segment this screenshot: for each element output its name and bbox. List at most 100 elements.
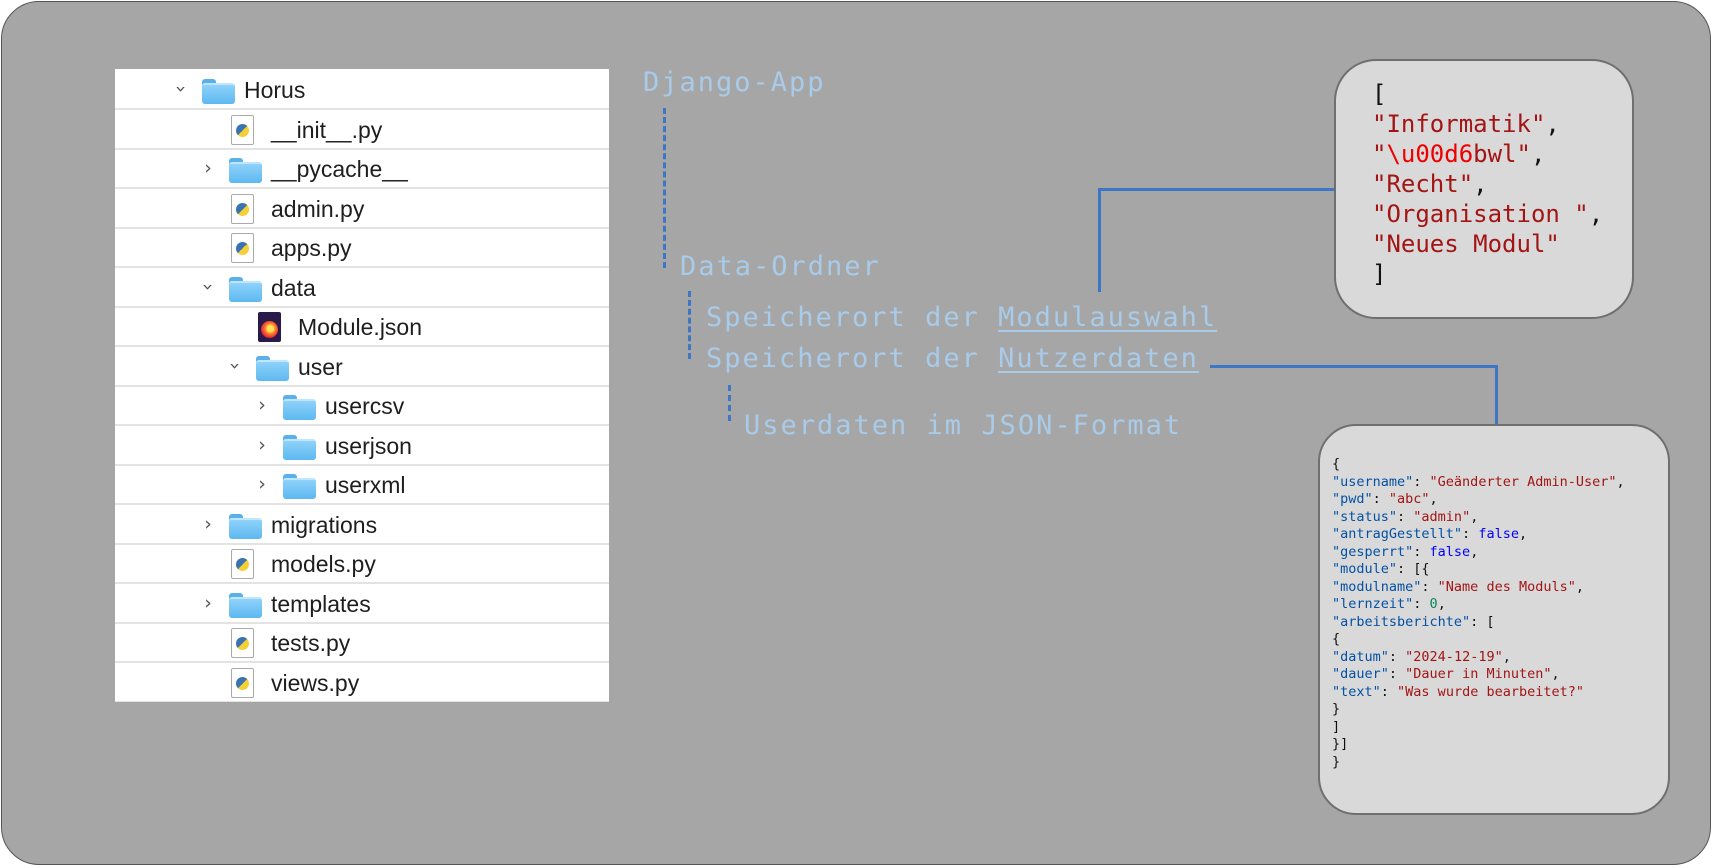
json-token: "Geänderter Admin-User" (1429, 473, 1617, 490)
json-line: { (1332, 456, 1625, 474)
json-token: , (1470, 543, 1479, 560)
folder-icon (229, 276, 262, 302)
folder-icon (283, 474, 316, 499)
module-entry: "Recht", (1372, 170, 1488, 198)
python-file-icon (231, 628, 254, 658)
json-token: : (1421, 578, 1438, 595)
tree-row-models-py[interactable]: models.py (115, 545, 609, 584)
chevron-right-icon[interactable]: › (204, 157, 212, 179)
json-token: } (1332, 701, 1341, 717)
json-line: "username": "Geänderter Admin-User", (1332, 474, 1625, 492)
module-entry-suffix: , (1545, 110, 1560, 138)
folder-icon (229, 158, 262, 183)
json-token: , (1470, 508, 1479, 525)
module-entry-before: "Recht" (1372, 170, 1474, 198)
tree-item-label: userxml (325, 472, 406, 498)
json-token: : [{ (1397, 561, 1430, 577)
json-line: "text": "Was wurde bearbeitet?" (1332, 684, 1625, 702)
tree-row-user[interactable]: › user (115, 348, 609, 387)
json-token: , (1616, 473, 1625, 490)
tree-row-horus[interactable]: › Horus (115, 71, 609, 110)
tree-item-label: Horus (244, 77, 306, 103)
tree-row-module-json[interactable]: Module.json (115, 308, 609, 347)
json-token: false (1429, 543, 1471, 560)
module-entry: "Organisation ", (1372, 200, 1603, 228)
folder-icon (256, 355, 289, 381)
json-token: "admin" (1413, 508, 1471, 525)
module-entry-suffix: , (1530, 140, 1546, 168)
json-token: , (1575, 578, 1584, 595)
json-token: false (1478, 526, 1519, 542)
tree-item-label: admin.py (271, 195, 365, 222)
folder-icon (202, 79, 235, 104)
folder-icon (229, 592, 262, 618)
json-token: "text" (1332, 683, 1381, 700)
connector-modulauswahl-right (1098, 188, 1335, 191)
json-token: 0 (1429, 596, 1438, 612)
json-token: "Dauer in Minuten" (1405, 666, 1552, 682)
tree-row-tests-py[interactable]: tests.py (115, 624, 609, 663)
json-token: , (1429, 491, 1438, 507)
tree-row-userxml[interactable]: › userxml (115, 466, 609, 505)
tree-row-data[interactable]: ›data (115, 269, 609, 308)
chevron-right-icon[interactable]: › (258, 433, 266, 456)
tree-item-label: Module.json (298, 314, 423, 340)
python-file-icon (231, 549, 254, 579)
tree-row-migrations[interactable]: › migrations (115, 506, 609, 545)
json-token: "arbeitsberichte" (1332, 613, 1471, 630)
json-token: : (1372, 491, 1389, 507)
module-entry-before: "Organisation " (1372, 200, 1589, 228)
chevron-down-icon[interactable]: › (224, 361, 246, 370)
python-file-icon (231, 114, 254, 145)
file-tree: › Horus __init__.py›__pycache__ admin.py app… (115, 69, 609, 702)
tree-row-usercsv[interactable]: ›usercsv (115, 387, 609, 426)
label-speicherort-nutzerdaten: Speicherort der Nutzerdaten (706, 343, 1199, 374)
tree-row-apps-py[interactable]: apps.py (115, 229, 609, 268)
chevron-down-icon[interactable]: › (197, 282, 219, 291)
module-entry-before: "Informatik" (1372, 110, 1546, 138)
chevron-down-icon[interactable]: › (170, 85, 192, 93)
modulauswahl-link[interactable]: Modulauswahl (998, 302, 1218, 333)
tree-item-label: userjson (325, 432, 412, 459)
json-line: "arbeitsberichte": [ (1332, 614, 1625, 632)
json-token: "module" (1332, 561, 1398, 577)
chevron-right-icon[interactable]: › (204, 591, 212, 614)
connector-modulauswahl-up (1098, 188, 1101, 292)
tree-item-label: tests.py (271, 630, 351, 656)
tree-row-pycache[interactable]: ›__pycache__ (115, 150, 609, 189)
json-line: "pwd": "abc", (1332, 491, 1625, 509)
module-entry: "Neues Modul" (1372, 230, 1560, 258)
chevron-right-icon[interactable]: › (258, 473, 266, 495)
module-entry-before: " (1372, 140, 1387, 168)
tree-row-userjson[interactable]: › userjson (115, 427, 609, 466)
chevron-right-icon[interactable]: › (258, 394, 266, 416)
json-token: ] (1332, 718, 1341, 735)
module-json-box: [ "Informatik", "\u00d6bwl", "Recht", "O… (1334, 59, 1634, 319)
tree-row-templates[interactable]: ›templates (115, 585, 609, 624)
nutzerdaten-link[interactable]: Nutzerdaten (998, 343, 1199, 374)
python-file-icon (231, 193, 254, 224)
tree-item-label: user (298, 353, 343, 380)
tree-item-label: views.py (271, 669, 360, 696)
json-token: "antragGestellt" (1332, 526, 1463, 542)
connector-nutzerdaten-right (1210, 365, 1498, 368)
folder-icon (283, 434, 316, 460)
tree-item-label: migrations (271, 511, 378, 538)
tree-row-admin-py[interactable]: admin.py (115, 190, 609, 229)
json-token: , (1518, 526, 1528, 542)
connector-django-data (663, 108, 666, 268)
json-token: , (1551, 666, 1560, 682)
label-userdaten: Userdaten im JSON-Format (744, 410, 1183, 441)
json-line: { (1332, 631, 1625, 649)
json-token: : (1397, 508, 1414, 525)
connector-nutzerdaten-userdaten (728, 385, 731, 421)
tree-row-views-py[interactable]: views.py (115, 664, 609, 702)
json-token: "gesperrt" (1332, 543, 1414, 560)
chevron-right-icon[interactable]: › (204, 512, 212, 535)
tree-item-label: models.py (271, 551, 376, 577)
json-token: "dauer" (1332, 666, 1389, 682)
label-speicherort-modulauswahl: Speicherort der Modulauswahl (706, 302, 1217, 333)
folder-icon (283, 395, 316, 420)
json-line: ] (1332, 719, 1625, 737)
tree-row-init-py[interactable]: __init__.py (115, 111, 609, 150)
